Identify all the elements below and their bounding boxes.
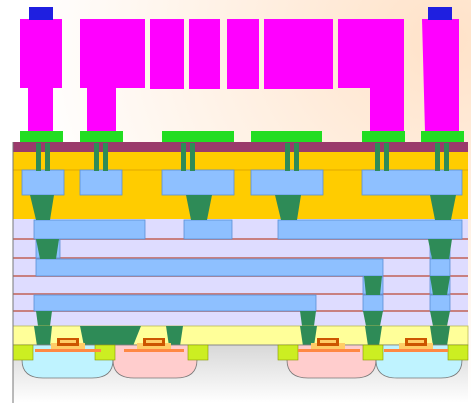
dielectric-band [13,239,468,258]
metal-line-m1 [362,294,384,312]
ubm-pad [251,131,322,143]
metal-line-m3 [35,258,384,277]
contacts [34,326,450,346]
via [94,143,99,171]
bond-pad-right [428,7,452,20]
via [45,143,50,171]
transistor-4 [384,338,448,352]
contact-plug [300,326,317,346]
via [181,143,186,171]
via-tapered [428,239,452,259]
metal-line-m3 [429,258,451,277]
via-tapered [36,239,59,259]
gate-oxide [124,349,184,352]
via-tapered [275,195,301,220]
vias [30,143,456,326]
contact-plug [430,326,450,346]
contact-plug [80,326,141,346]
source-drain-regions [12,344,469,361]
metal-line-m6 [21,169,65,196]
diffusion [12,344,34,361]
contact-plug [166,326,183,346]
bond-pad-left [29,7,53,20]
metal-line-m1 [33,294,317,312]
via [103,143,108,171]
via-tapered [430,311,450,326]
via [435,143,440,171]
nwell-region [375,344,463,379]
via-tapered [430,195,456,220]
transistor-1 [35,338,101,352]
gate-oxide [384,349,448,352]
ubm-pad [162,131,234,143]
via-tapered [36,311,52,326]
metal-line-m5 [33,219,146,240]
via [36,143,41,171]
metal-line-m6 [161,169,235,196]
ubm-pad [80,131,123,143]
gate-silicide [146,340,162,343]
diffusion [187,344,209,361]
gate-silicide [320,340,336,343]
contact-plug [34,326,52,346]
metal-line-m6 [250,169,324,196]
top-metal-pillar-4 [189,19,220,89]
gate-oxide [35,349,101,352]
metal-line-m6 [361,169,463,196]
via [384,143,389,171]
gate-oxide [298,349,360,352]
via-tapered [30,195,54,220]
top-metal-layer [20,19,459,132]
top-metal-pillar-1 [20,19,62,132]
contact-plug [365,326,382,346]
transistor-gates [35,338,448,352]
metal-line-m1 [429,294,451,312]
pwell-region [286,344,377,379]
ubm-pad [20,131,63,143]
top-metal-pillar-2 [80,19,145,132]
gate-silicide [60,340,76,343]
transistor-3 [298,338,360,352]
via-tapered [300,311,316,326]
via [294,143,299,171]
top-metal-pillar-8 [422,19,459,132]
dielectric-band [13,276,468,294]
top-metal-pillar-3 [150,19,184,89]
via [190,143,195,171]
metal-line-m5 [277,219,463,240]
metal-line-m5 [183,219,233,240]
via-tapered [363,311,383,326]
top-metal-pillar-6 [264,19,333,89]
ubm-pad [421,131,464,143]
nwell-region [21,344,114,379]
dielectric-band [13,311,468,326]
metal-lines [21,169,463,312]
top-metal-pillar-5 [227,19,259,89]
via [285,143,290,171]
via [375,143,380,171]
ubm-pad [362,131,405,143]
ubm-pads [20,131,464,143]
diffusion [447,344,469,361]
transistor-2 [124,338,184,352]
diffusion [362,344,384,361]
top-metal-pillar-7 [338,19,404,132]
via [444,143,449,171]
metal-line-m6 [79,169,123,196]
pwell-region [112,344,198,379]
oxide-layer-lower [13,195,468,219]
via-tapered [364,276,382,295]
via-tapered [430,276,450,295]
via-tapered [186,195,212,220]
passivation-layer [13,142,468,152]
diffusion [94,344,116,361]
diffusion [277,344,299,361]
gate-silicide [408,340,424,343]
